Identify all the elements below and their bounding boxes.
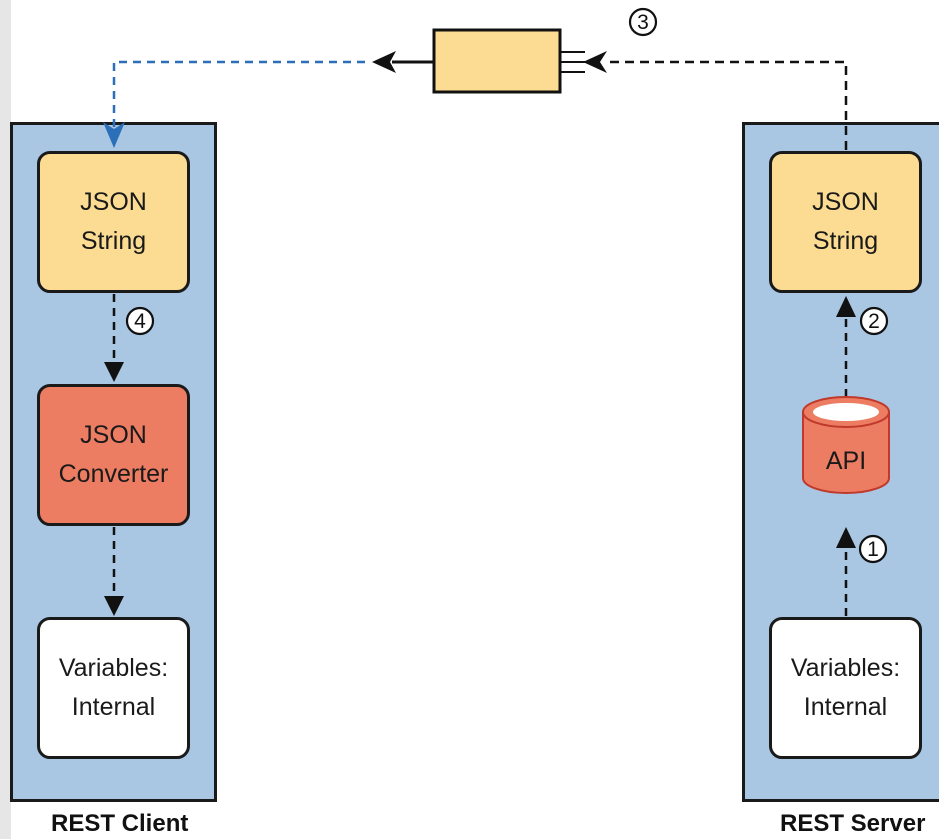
server-json-string-line-1: JSON [812,188,879,216]
client-converter-line-2: Converter [58,460,169,488]
client-converter-line-1: JSON [80,421,147,449]
client-json-string-line-1: JSON [80,188,147,216]
step-2-number: 2 [868,310,880,333]
step-badge-3: 3 [628,7,658,37]
step-3-number: 3 [637,11,649,34]
message-envelope [432,28,562,94]
client-variables-line-1: Variables: [58,654,169,682]
step-4-number: 4 [134,310,146,333]
arrowhead-to-api [836,527,856,548]
arrow-server-to-message [605,60,848,150]
arrowhead-to-converter [104,362,124,382]
arrow-to-client-json [112,60,365,128]
step-badge-2: 2 [859,306,889,336]
step-badge-4: 4 [125,306,155,336]
server-variables-box: Variables: Internal [769,617,922,759]
rest-server-title: REST Server [780,810,926,837]
arrowhead-to-variables [104,596,124,616]
rest-client-title: REST Client [51,810,189,837]
client-json-string-box: JSON String [37,151,190,293]
server-variables-line-1: Variables: [790,654,901,682]
server-json-string-box: JSON String [769,151,922,293]
api-database-icon: API [802,396,890,494]
api-label: API [826,447,866,475]
arrowhead-to-message [583,51,607,73]
server-json-string-line-2: String [812,227,879,255]
client-variables-box: Variables: Internal [37,617,190,759]
server-variables-line-2: Internal [803,693,888,721]
arrowhead-to-server-json [836,296,856,317]
step-1-number: 1 [867,538,879,561]
arrowhead-message-outgoing [372,51,396,73]
client-json-string-line-2: String [80,227,147,255]
step-badge-1: 1 [858,534,888,564]
client-json-converter-box: JSON Converter [37,384,190,526]
client-variables-line-2: Internal [71,693,156,721]
arrowhead-to-client-json [103,122,125,148]
